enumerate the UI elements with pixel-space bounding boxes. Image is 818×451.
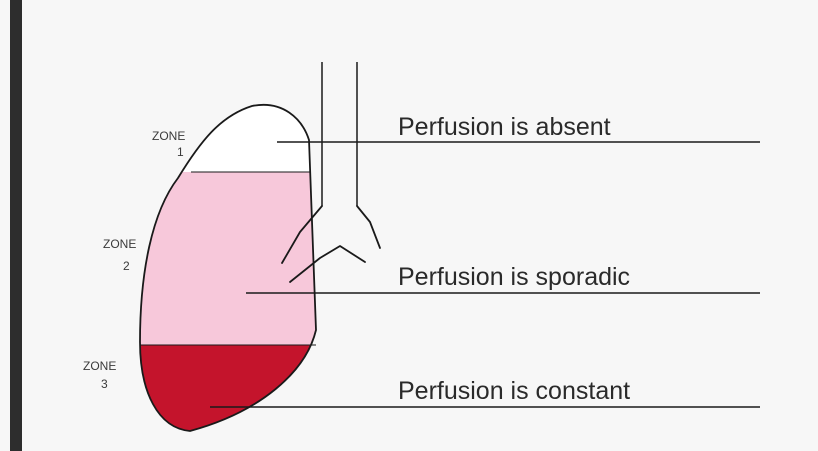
zone-3-label-line1: ZONE — [83, 359, 116, 373]
zone-1-caption: Perfusion is absent — [398, 113, 611, 141]
zone-3-region — [120, 345, 340, 445]
zone-2-label-line2: 2 — [123, 259, 130, 273]
zone-2-label-line1: ZONE — [103, 237, 136, 251]
zone-1-label-line2: 1 — [177, 145, 184, 159]
zone-3-label-line2: 3 — [101, 377, 108, 391]
zone-2-caption: Perfusion is sporadic — [398, 263, 630, 291]
zone-2-region — [120, 172, 340, 345]
zone-1-label-line1: ZONE — [152, 129, 185, 143]
zone-3-caption: Perfusion is constant — [398, 377, 630, 405]
